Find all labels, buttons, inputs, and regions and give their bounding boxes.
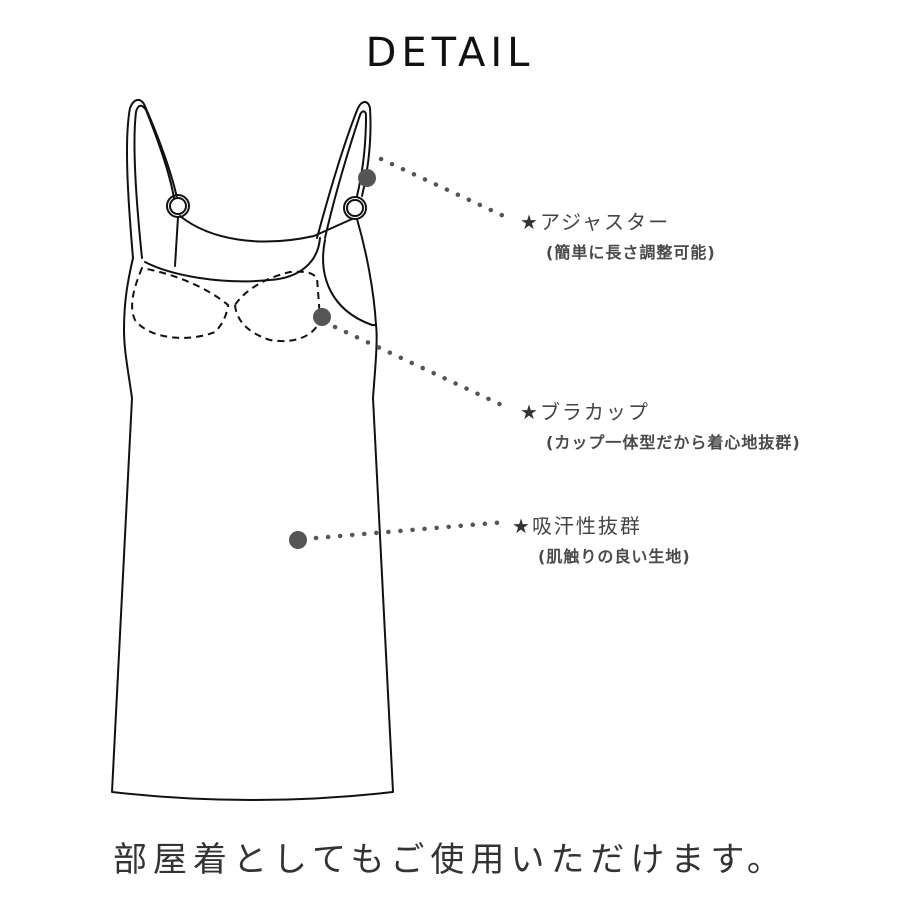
page-title: DETAIL (365, 30, 535, 76)
leader-line-cup (332, 324, 511, 411)
leader-line-fabric (313, 519, 509, 541)
callout-label: 吸汗性抜群 (531, 514, 642, 538)
callout-detail: (カップ一体型だから着心地抜群) (546, 433, 801, 452)
callout-label: アジャスター (539, 210, 671, 234)
callout-bra-cup: ★ブラカップ (カップ一体型だから着心地抜群) (520, 396, 801, 453)
leader-line-adjuster (378, 156, 511, 221)
star-icon: ★ (520, 210, 540, 234)
star-icon: ★ (512, 514, 532, 538)
left-cup (131, 266, 230, 339)
callout-adjuster: ★アジャスター (簡単に長さ調整可能) (520, 206, 716, 263)
callout-label: ブラカップ (539, 400, 650, 424)
callout-detail: (肌触りの良い生地) (538, 547, 691, 566)
neckline-back (179, 215, 353, 243)
left-strap (126, 98, 178, 259)
right-cup (233, 270, 322, 343)
marker-dot-adjuster (358, 169, 376, 187)
callout-fabric: ★吸汗性抜群 (肌触りの良い生地) (512, 510, 691, 567)
right-ring (343, 196, 367, 220)
marker-dot-fabric (289, 531, 307, 549)
callout-detail: (簡単に長さ調整可能) (546, 243, 716, 262)
garment-body-outline (111, 257, 394, 801)
star-icon: ★ (520, 400, 540, 424)
footer-note: 部屋着としてもご使用いただけます。 (113, 840, 787, 880)
marker-dot-cup (313, 308, 331, 326)
right-strap (316, 101, 372, 239)
